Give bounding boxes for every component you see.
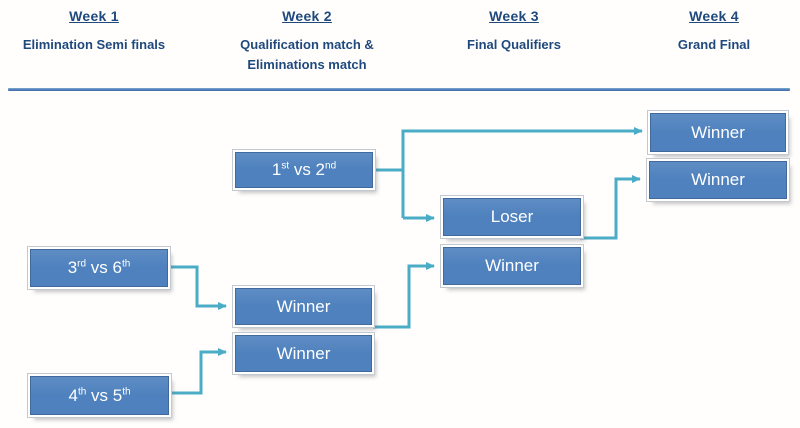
- week-1-subtitle: Elimination Semi finals: [22, 37, 166, 52]
- week-2-title: Week 2: [282, 8, 332, 24]
- header-week-2: Week 2 Qualification match & Elimination…: [231, 8, 383, 74]
- connector-qual-winner-to-final-qualifier: [373, 262, 435, 329]
- loser-label: Loser: [490, 207, 534, 226]
- header-week-3: Week 3 Final Qualifiers: [434, 8, 594, 55]
- match-box-4th-vs-5th: 4th vs 5th: [30, 376, 169, 415]
- week-1-title: Week 1: [69, 8, 119, 24]
- match-label: 4th vs 5th: [68, 385, 131, 405]
- connector-3v6-to-winner: [166, 265, 227, 310]
- header-week-1: Week 1 Elimination Semi finals: [14, 8, 174, 55]
- connector-loser-bracket-to-grand-final: [580, 175, 641, 240]
- week4-winner-top-box: Winner: [650, 113, 786, 152]
- header-separator-line: [8, 88, 790, 91]
- week3-winner-box: Winner: [443, 247, 581, 285]
- week4-winner-bottom-box: Winner: [649, 161, 787, 199]
- winner-label: Winner: [485, 256, 539, 275]
- week-3-title: Week 3: [489, 8, 539, 24]
- week2-winner-bottom-box: Winner: [235, 335, 372, 372]
- connector-4v5-to-winner: [166, 348, 227, 395]
- week-4-subtitle: Grand Final: [677, 37, 751, 52]
- week3-loser-box: Loser: [443, 198, 581, 236]
- match-box-1st-vs-2nd: 1st vs 2nd: [235, 152, 373, 188]
- winner-label: Winner: [276, 343, 331, 363]
- winner-label: Winner: [691, 122, 745, 142]
- week2-winner-top-box: Winner: [235, 288, 372, 325]
- header-week-4: Week 4 Grand Final: [634, 8, 794, 55]
- week-3-subtitle: Final Qualifiers: [467, 37, 561, 52]
- match-label: 3rd vs 6th: [67, 258, 131, 277]
- match-label: 1st vs 2nd: [271, 160, 337, 179]
- week-4-title: Week 4: [689, 8, 739, 24]
- week-2-subtitle: Qualification match & Eliminations match: [240, 37, 374, 72]
- winner-label: Winner: [276, 296, 331, 316]
- match-box-3rd-vs-6th: 3rd vs 6th: [30, 249, 168, 287]
- winner-label: Winner: [691, 170, 745, 189]
